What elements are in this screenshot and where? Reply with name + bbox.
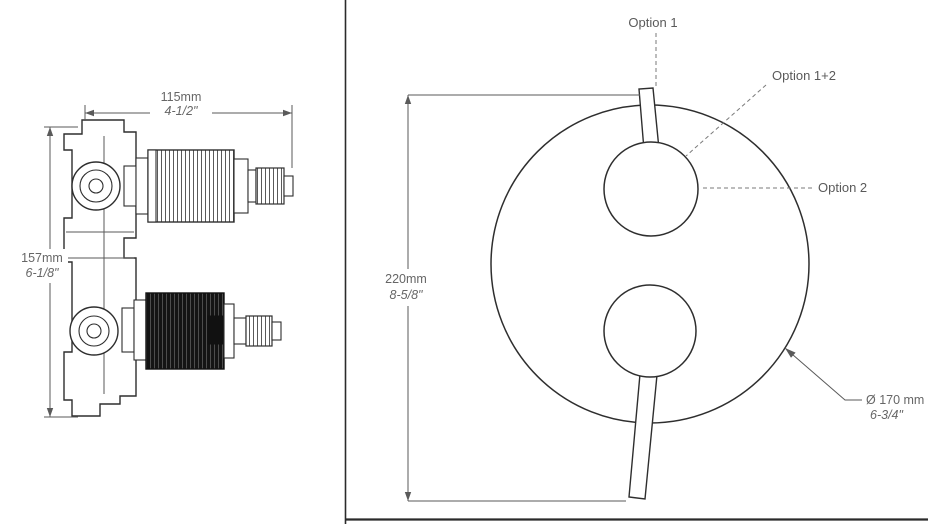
- option1-callout: Option 1: [628, 15, 678, 86]
- option1-2-leader-line: [685, 84, 767, 157]
- valve-side-view: [63, 119, 294, 417]
- diameter-callout: Ø 170 mm 6-3/4": [784, 347, 924, 422]
- front-height-imperial-label: 8-5/8": [390, 288, 423, 302]
- option1-label: Option 1: [628, 15, 677, 30]
- trim-front-view: [490, 87, 810, 500]
- bottom-inlet-port: [69, 306, 119, 356]
- side-width-imperial-label: 4-1/2": [165, 104, 198, 118]
- side-height-metric-label: 157mm: [21, 251, 63, 265]
- diameter-imperial-label: 6-3/4": [870, 408, 903, 422]
- top-cartridge-spline-stem: [255, 167, 285, 205]
- side-height-dimension: 157mm 6-1/8": [18, 126, 78, 418]
- option1-2-label: Option 1+2: [772, 68, 836, 83]
- lower-knob-circle: [603, 284, 697, 378]
- bottom-cartridge: [121, 292, 282, 370]
- upper-knob-circle: [603, 141, 699, 237]
- option2-label: Option 2: [818, 180, 867, 195]
- option2-callout: Option 2: [703, 180, 867, 195]
- top-cartridge: [123, 149, 294, 223]
- top-inlet-port: [71, 161, 121, 211]
- diameter-leader-line: [784, 347, 862, 401]
- bottom-cartridge-spline-stem: [245, 315, 273, 347]
- front-height-metric-label: 220mm: [385, 272, 427, 286]
- side-width-dimension: 115mm 4-1/2": [84, 89, 293, 168]
- front-height-dimension: 220mm 8-5/8": [378, 94, 640, 502]
- top-cartridge-knurled-body: [147, 149, 235, 223]
- option1-2-callout: Option 1+2: [685, 68, 836, 157]
- side-height-imperial-label: 6-1/8": [26, 266, 59, 280]
- diameter-metric-label: Ø 170 mm: [866, 393, 924, 407]
- side-width-metric-label: 115mm: [161, 90, 202, 104]
